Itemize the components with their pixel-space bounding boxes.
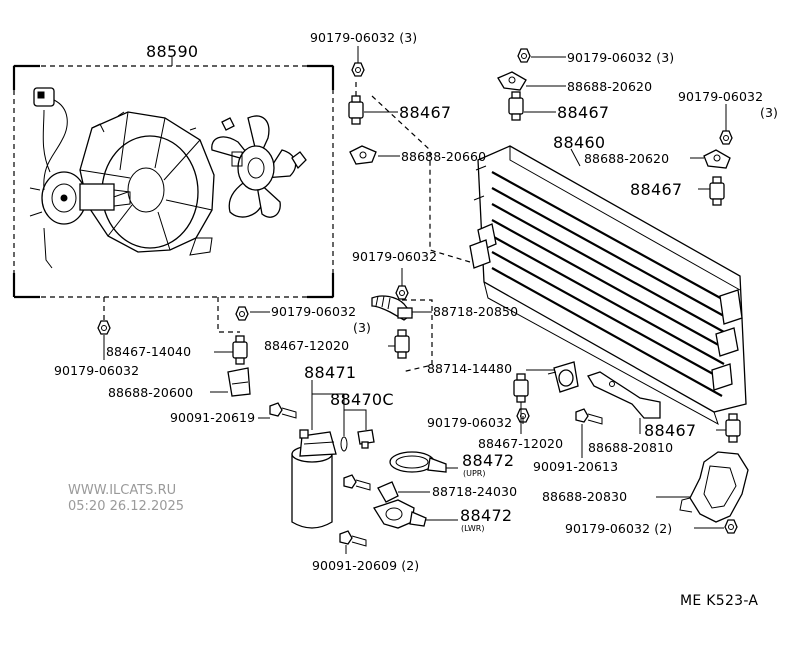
label-nut-lower-left: 90179-06032	[54, 363, 140, 378]
hose-24030-drawing	[377, 481, 399, 503]
label-pipe-14480: 88714-14480	[427, 361, 513, 376]
fan-blade-drawing	[211, 115, 307, 218]
label-nut-center: 90179-06032	[352, 249, 438, 264]
label-cushion-14040: 88467-14040	[106, 344, 192, 359]
label-clamp-upper: 88472	[462, 451, 515, 470]
pipe-14480-drawing	[547, 361, 579, 393]
label-hose-20850: 88718-20850	[433, 304, 519, 319]
label-bracket-20600: 88688-20600	[108, 385, 194, 400]
clamp-lower-drawing	[373, 499, 427, 529]
label-cushion-top-right: 88467	[557, 103, 610, 122]
label-fan-assembly: 88590	[146, 42, 199, 61]
watermark-datetime: 05:20 26.12.2025	[68, 499, 185, 514]
oring-kit-drawing	[340, 429, 375, 452]
fan-motor-drawing	[29, 171, 131, 225]
label-nut-far-right: 90179-06032	[678, 89, 764, 104]
label-bolt-20613: 90091-20613	[533, 459, 619, 474]
label-bolt-20619: 90091-20619	[170, 410, 256, 425]
label-oring-kit: 88470C	[330, 390, 394, 409]
label-cushion-12020-left: 88467-12020	[264, 338, 350, 353]
hose-20850-drawing	[371, 295, 413, 321]
label-bracket-20810: 88688-20810	[588, 440, 674, 455]
label-cushion-right-upper: 88467	[630, 180, 683, 199]
label-bolt-20609: 90091-20609 (2)	[312, 558, 420, 573]
label-nut-middle-left: 90179-06032	[271, 304, 357, 319]
label-nut-bottom-right: 90179-06032 (2)	[565, 521, 673, 536]
watermark-site: WWW.ILCATS.RU	[68, 483, 177, 498]
leader-lines	[103, 46, 727, 554]
label-receiver: 88471	[304, 363, 357, 382]
label-clamp-lower-sub: (LWR)	[461, 524, 485, 533]
bolt-symbols	[269, 402, 603, 547]
bracket-20830-drawing	[679, 451, 749, 523]
cushion-symbols	[232, 91, 741, 443]
label-hose-24030: 88718-24030	[432, 484, 518, 499]
label-clamp-lower: 88472	[460, 506, 513, 525]
bracket-20810-drawing	[587, 371, 661, 419]
fan-wire-harness	[33, 87, 68, 269]
label-bracket-top-right: 88688-20620	[567, 79, 653, 94]
label-nut-far-right-qty: (3)	[760, 105, 779, 120]
fan-assembly-frame	[12, 57, 335, 299]
figure-code: ME K523-A	[680, 593, 759, 609]
label-bracket-20830: 88688-20830	[542, 489, 628, 504]
nut-symbols	[97, 48, 738, 534]
condenser-drawing	[469, 145, 747, 426]
clamp-upper-drawing	[389, 451, 447, 473]
label-cushion-12020-center: 88467-12020	[478, 436, 564, 451]
label-bracket-right-upper: 88688-20620	[584, 151, 670, 166]
label-nut-middle-left-qty: (3)	[353, 320, 372, 335]
label-cushion-right-lower: 88467	[644, 421, 697, 440]
receiver-drawing	[291, 429, 337, 529]
bracket-symbols	[227, 71, 731, 397]
label-nut-lower-center: 90179-06032	[427, 415, 513, 430]
label-cushion-top-left: 88467	[399, 103, 452, 122]
label-nut-top-right: 90179-06032 (3)	[567, 50, 675, 65]
label-condenser: 88460	[553, 133, 606, 152]
label-nut-top-left: 90179-06032 (3)	[310, 30, 418, 45]
label-clamp-upper-sub: (UPR)	[463, 469, 486, 478]
label-bracket-middle: 88688-20660	[401, 149, 487, 164]
